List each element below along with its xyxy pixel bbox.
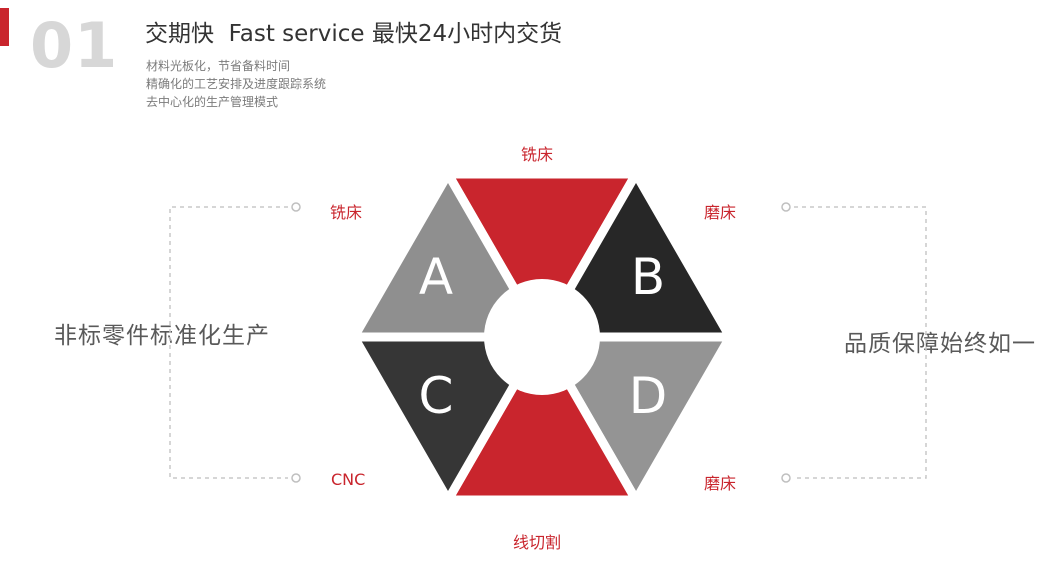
segment-letter-a: A: [419, 248, 453, 306]
right-connector-line: [794, 206, 927, 479]
right-caption: 品质保障始终如一: [844, 331, 1036, 357]
label-grinding-right-top: 磨床: [704, 203, 737, 222]
bullet-line-1: 材料光板化，节省备料时间: [146, 59, 291, 73]
label-wire-cutting: 线切割: [512, 533, 562, 552]
accent-bar: [0, 8, 9, 46]
left-caption: 非标零件标准化生产: [54, 323, 270, 349]
bullet-line-2: 精确化的工艺安排及进度跟踪系统: [146, 77, 327, 91]
label-cnc: CNC: [331, 470, 366, 489]
label-milling-top: 铣床: [520, 145, 554, 164]
segment-letter-c: C: [419, 367, 454, 425]
left-connector-line: [169, 206, 288, 479]
bullet-line-3: 去中心化的生产管理模式: [146, 95, 279, 109]
left-bottom-connector-dot: [291, 473, 301, 483]
left-top-connector-dot: [291, 202, 301, 212]
right-bottom-connector-dot: [781, 473, 791, 483]
hex-segment-top-left: [349, 169, 547, 342]
section-index: 01: [30, 9, 119, 82]
label-grinding-right-bottom: 磨床: [704, 474, 737, 493]
bullet-list: 材料光板化，节省备料时间 精确化的工艺安排及进度跟踪系统 去中心化的生产管理模式: [146, 57, 326, 111]
hexagon-center-circle: [484, 279, 600, 395]
segment-letter-b: B: [631, 248, 665, 306]
page-title: 交期快 Fast service 最快24小时内交货: [145, 21, 563, 47]
label-milling-left: 铣床: [330, 203, 363, 222]
segment-letter-d: D: [629, 367, 668, 425]
right-top-connector-dot: [781, 202, 791, 212]
